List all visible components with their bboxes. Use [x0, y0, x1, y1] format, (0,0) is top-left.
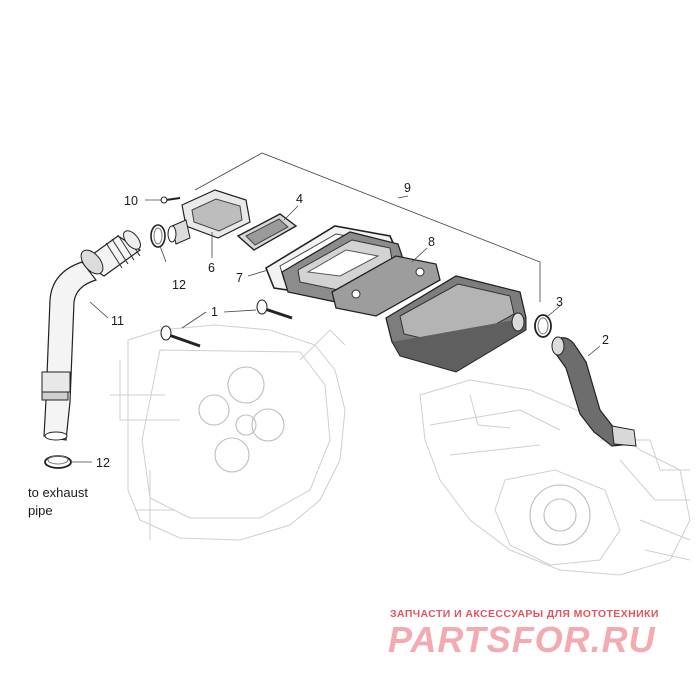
reed-box-housing — [385, 275, 527, 373]
callout-7: 7 — [236, 271, 243, 285]
hose-part-11 — [41, 230, 142, 441]
callout-1: 1 — [211, 305, 218, 319]
callout-6: 6 — [208, 261, 215, 275]
callout-9: 9 — [404, 181, 411, 195]
callout-10: 10 — [124, 194, 138, 208]
engine-crankcase-left-outline — [110, 324, 346, 541]
note-line-2: pipe — [28, 503, 53, 518]
inlet-cover-part-6 — [167, 189, 251, 245]
hose-clamp-part-12-upper — [150, 224, 166, 248]
callout-12-upper: 12 — [172, 278, 186, 292]
leader-lines — [72, 199, 601, 463]
callout-11: 11 — [111, 314, 124, 328]
hose-clamp-part-3 — [534, 314, 552, 338]
screw-part-1-a — [160, 325, 201, 348]
plate-part-8 — [331, 255, 441, 317]
screw-part-10 — [160, 196, 181, 204]
watermark-tagline: ЗАПЧАСТИ И АКСЕССУАРЫ ДЛЯ МОТОТЕХНИКИ — [390, 608, 659, 620]
engine-crankcase-right-outline — [419, 379, 691, 576]
callout-2: 2 — [602, 333, 609, 347]
assembly-bracket-9 — [194, 152, 541, 302]
hose-clamp-part-12-lower — [44, 455, 72, 469]
callout-12-lower: 12 — [96, 456, 110, 470]
callout-3: 3 — [556, 295, 563, 309]
hose-part-2 — [551, 336, 637, 447]
gasket-part-4 — [236, 213, 298, 251]
screw-part-1-b — [256, 299, 293, 320]
watermark-logo: PARTSFOR.RU — [388, 619, 656, 660]
callout-4: 4 — [296, 192, 303, 206]
note-line-1: to exhaust — [28, 485, 88, 500]
callout-8: 8 — [428, 235, 435, 249]
